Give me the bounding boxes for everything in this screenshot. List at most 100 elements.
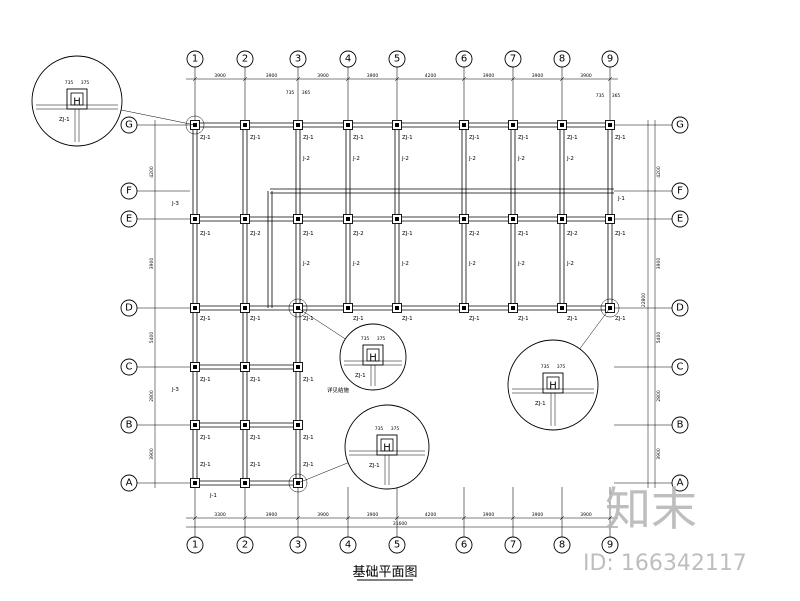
- dim-tick: [607, 515, 613, 521]
- axis-bubble-F: [671, 182, 689, 200]
- label-zj-E: ZJ-2: [250, 231, 261, 237]
- axis-label-A: A: [126, 478, 133, 489]
- axis-grid-lines: [137, 67, 672, 537]
- axis-bubble-D: [671, 299, 689, 317]
- detail-g1-dim-a: 735: [65, 80, 74, 86]
- axis-bubble-5: [388, 536, 406, 554]
- col-dim: 735: [286, 90, 295, 96]
- column-core: [243, 481, 247, 485]
- leader-note: 详见结施: [327, 386, 350, 394]
- dim-tick: [192, 515, 198, 521]
- column-core: [511, 217, 515, 221]
- column-core: [462, 217, 466, 221]
- label-zj1-A: ZJ-1: [303, 462, 314, 468]
- axis-bubble-7: [504, 50, 522, 68]
- axis-bubble-9: [601, 536, 619, 554]
- label-zj-E: ZJ-2: [469, 231, 480, 237]
- label-zj1-D: ZJ-1: [200, 316, 211, 322]
- dim-top: 3900: [483, 73, 495, 79]
- column-core: [296, 423, 300, 427]
- column-core: [296, 123, 300, 127]
- axis-bubble-B: [671, 416, 689, 434]
- dim-tick: [295, 76, 301, 82]
- axis-label-6: 6: [461, 54, 467, 65]
- dim-tick: [510, 515, 516, 521]
- label-j2-E: J-2: [401, 261, 409, 267]
- axis-bubble-6: [455, 536, 473, 554]
- label-j2-G: J-2: [468, 156, 476, 162]
- column-core: [560, 123, 564, 127]
- axis-bubble-7: [504, 536, 522, 554]
- axis-label-6: 6: [461, 540, 467, 551]
- dim-left: 4200: [149, 166, 155, 178]
- detail-g1-label: ZJ-1: [59, 117, 70, 123]
- dim-bottom: 3900: [367, 512, 379, 518]
- dim-right: 4200: [656, 166, 662, 178]
- axis-label-E: E: [126, 214, 132, 225]
- dim-tick: [510, 76, 516, 82]
- column-core: [395, 123, 399, 127]
- axis-label-9: 9: [607, 54, 613, 65]
- label-zj1-C: ZJ-1: [250, 377, 261, 383]
- axis-label-F: F: [677, 186, 683, 197]
- column-core: [346, 123, 350, 127]
- dim-tick: [607, 76, 613, 82]
- detail-g1-dim-b: 375: [81, 80, 90, 86]
- dim-right: 5400: [656, 332, 662, 344]
- dim-tick: [394, 515, 400, 521]
- label-zj-E: ZJ-1: [402, 231, 413, 237]
- axis-bubble-G: [671, 116, 689, 134]
- axis-bubble-F: [120, 182, 138, 200]
- detail-a3-dim-b: 375: [391, 426, 400, 432]
- detail-a3-source-circle: [288, 473, 308, 493]
- axis-bubble-2: [236, 536, 254, 554]
- column-core: [395, 306, 399, 310]
- label-zj1-D: ZJ-1: [518, 316, 529, 322]
- axis-bubble-4: [339, 50, 357, 68]
- column-core: [462, 306, 466, 310]
- dim-top: 3900: [266, 73, 278, 79]
- axis-label-C: C: [126, 362, 133, 373]
- dim-top: 3900: [317, 73, 329, 79]
- watermark-id: ID: 166342117: [583, 551, 747, 576]
- axis-bubble-8: [553, 536, 571, 554]
- label-zj1-G: ZJ-1: [353, 135, 364, 141]
- col-dim: 735: [596, 93, 605, 99]
- axis-bubble-5: [388, 50, 406, 68]
- detail-a3-dim-a: 735: [375, 426, 384, 432]
- detail-d3-source-circle: [288, 298, 308, 318]
- axis-bubble-G: [120, 116, 138, 134]
- label-zj1-D: ZJ-1: [303, 316, 314, 322]
- dim-tick: [461, 515, 467, 521]
- dim-tick: [394, 76, 400, 82]
- label-zj1-G: ZJ-1: [615, 135, 626, 141]
- dimension-lines: 3900330039003900390039003900390042004200…: [149, 73, 662, 528]
- detail-d3-dim-b: 375: [377, 336, 386, 342]
- label-j2-E: J-2: [468, 261, 476, 267]
- axis-label-D: D: [125, 303, 133, 314]
- label-zj1-D: ZJ-1: [402, 316, 413, 322]
- axis-label-B: B: [126, 420, 133, 431]
- dim-bottom: 3900: [580, 512, 592, 518]
- axis-label-3: 3: [295, 540, 301, 551]
- label-j2-G: J-2: [401, 156, 409, 162]
- axis-label-A: A: [677, 478, 684, 489]
- axis-label-9: 9: [607, 540, 613, 551]
- label-zj1-G: ZJ-1: [469, 135, 480, 141]
- label-j1-bottom: J-1: [209, 493, 217, 499]
- column-core: [511, 123, 515, 127]
- axis-bubble-A: [671, 474, 689, 492]
- dim-right: 3900: [656, 448, 662, 460]
- axis-label-3: 3: [295, 54, 301, 65]
- dim-top: 3900: [367, 73, 379, 79]
- axis-bubble-3: [289, 50, 307, 68]
- dim-bottom: 3900: [532, 512, 544, 518]
- column-core: [462, 123, 466, 127]
- dim-top: 3900: [532, 73, 544, 79]
- label-zj1-D: ZJ-1: [469, 316, 480, 322]
- axis-bubble-1: [186, 50, 204, 68]
- column-core: [193, 365, 197, 369]
- dim-bottom-total: 31600: [393, 521, 407, 527]
